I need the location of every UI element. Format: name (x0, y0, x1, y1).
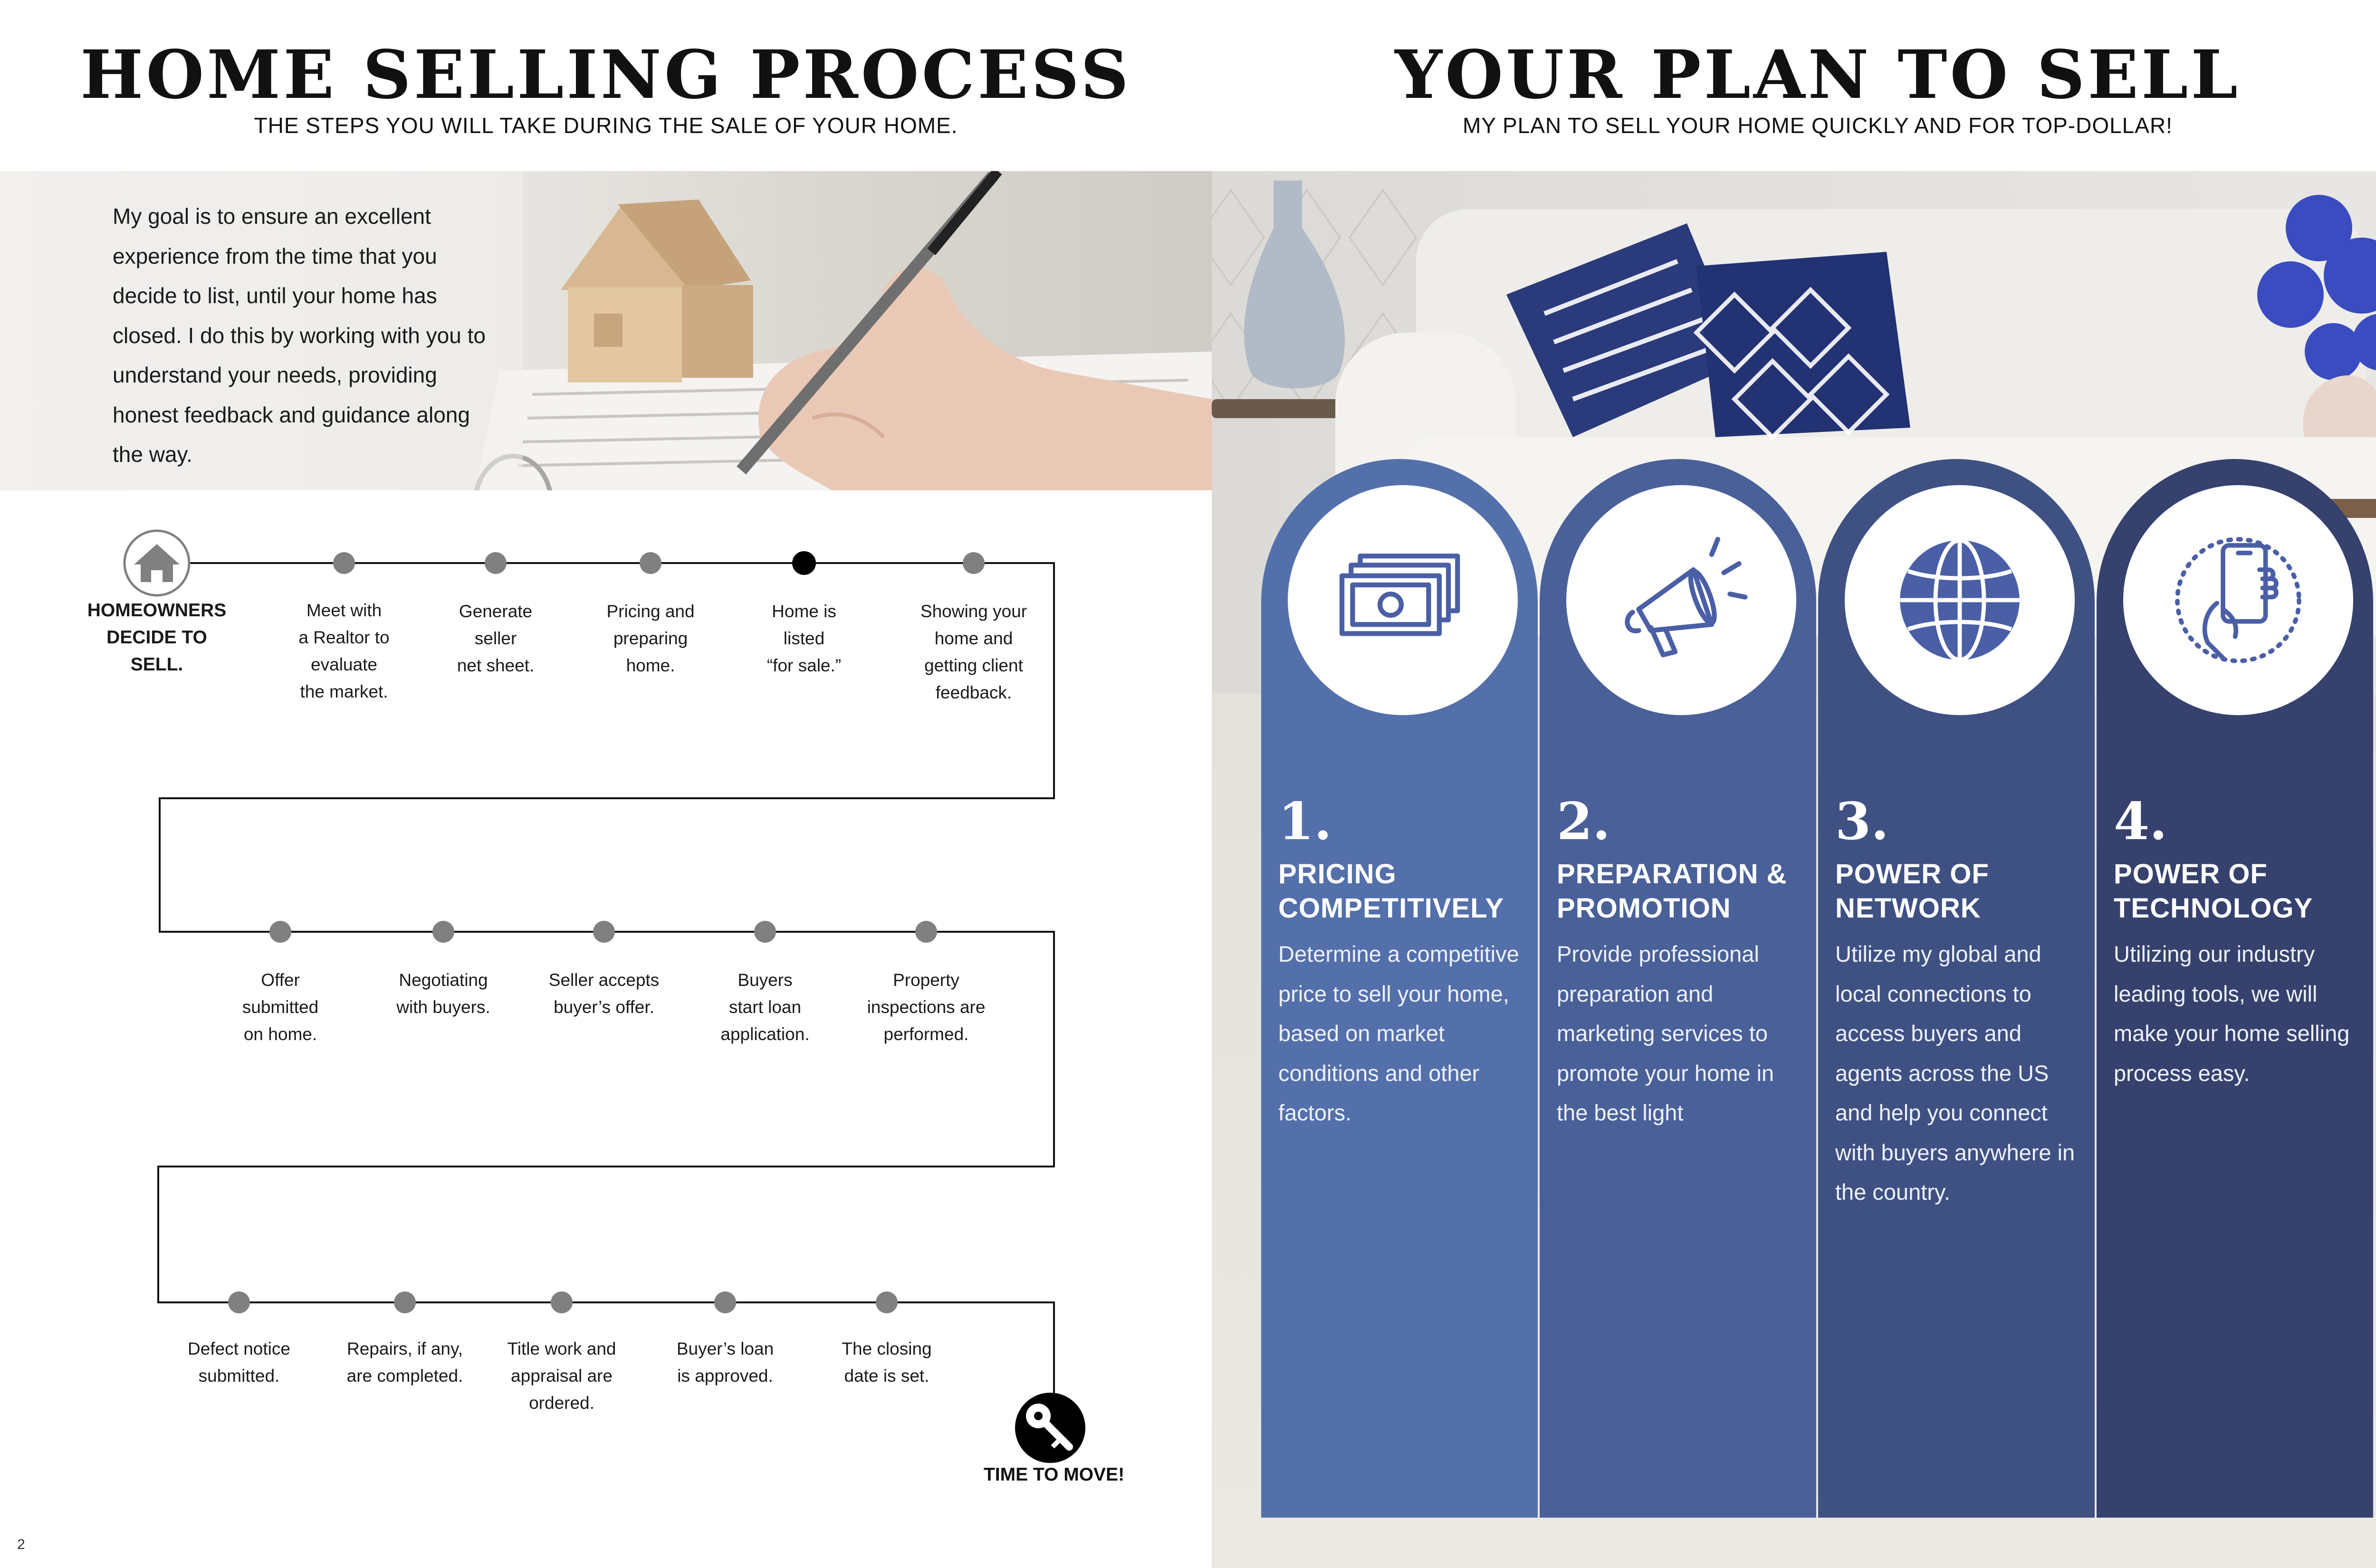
icon-circle (1288, 485, 1518, 715)
step-dot (963, 552, 985, 574)
column-background (1818, 459, 2095, 1518)
pen (737, 171, 1002, 475)
column-title: POWER OF TECHNOLOGY (2114, 859, 2313, 924)
step-number: 4. (2114, 792, 2167, 851)
column-background (1261, 459, 1538, 1518)
flowers (2257, 195, 2376, 380)
active-step-dot (792, 551, 816, 575)
step-dot (228, 1291, 250, 1313)
icon-circle (1845, 485, 2075, 715)
step-dot (394, 1291, 416, 1313)
page-title: HOME SELLING PROCESS (80, 36, 1131, 114)
step-dot (485, 552, 507, 574)
plan-column-3: 3. POWER OF NETWORK Utilize my global an… (1818, 459, 2095, 1518)
page-subtitle: THE STEPS YOU WILL TAKE DURING THE SALE … (254, 113, 958, 138)
right-page: YOUR PLAN TO SELL MY PLAN TO SELL YOUR H… (1212, 0, 2376, 1568)
step-label: Buyers start loan application. (720, 970, 810, 1044)
step-number: 2. (1557, 792, 1610, 851)
column-body: Determine a competitive price to sell yo… (1278, 941, 1519, 1125)
step-label: Offer submitted on home. (242, 970, 319, 1044)
key-icon (1015, 1393, 1085, 1463)
step-number: 3. (1835, 792, 1889, 851)
end-label: TIME TO MOVE! (983, 1464, 1125, 1485)
timeline-path (123, 529, 1085, 1463)
wooden-house (561, 200, 753, 382)
hero-image-writing: My goal is to ensure an excellent experi… (0, 171, 1212, 490)
step-number: 1. (1278, 792, 1332, 851)
plan-column-1: 1. PRICING COMPETITIVELY Determine a com… (1261, 459, 1538, 1518)
step-label: Negotiating with buyers. (396, 970, 490, 1017)
step-label: Seller accepts buyer’s offer. (548, 970, 660, 1017)
plan-column-2: 2. PREPARATION & PROMOTION Provide profe… (1540, 459, 1816, 1518)
column-title: PRICING COMPETITIVELY (1278, 859, 1504, 924)
left-page: HOME SELLING PROCESS THE STEPS YOU WILL … (0, 42, 1212, 1552)
step-dot (333, 552, 355, 574)
step-dot (640, 552, 661, 574)
step-label: Defect notice submitted. (188, 1339, 290, 1386)
column-body: Utilize my global and local connections … (1835, 941, 2075, 1205)
step-label: Meet with a Realtor to evaluate the mark… (298, 601, 390, 701)
step-label: Property inspections are performed. (867, 970, 986, 1044)
step-label: Buyer’s loan is approved. (676, 1339, 774, 1386)
step-dot (269, 921, 291, 943)
smartphone-icon (2175, 537, 2301, 663)
step-dot (593, 921, 615, 943)
step-dot (876, 1291, 898, 1313)
step-label: Pricing and preparing home. (606, 602, 695, 675)
step-label: Home is listed “for sale.” (766, 602, 842, 675)
hero-photo-illustration (0, 171, 1212, 490)
icon-circle (1566, 485, 1796, 715)
icon-circle (2123, 485, 2353, 715)
plan-column-4: 4. POWER OF TECHNOLOGY Utilizing our ind… (2097, 459, 2373, 1518)
step-dot (915, 921, 937, 943)
step-label: Generate seller net sheet. (457, 602, 535, 675)
column-body: Utilizing our industry leading tools, we… (2114, 941, 2350, 1086)
step-dot (714, 1291, 736, 1313)
step-label: The closing date is set. (842, 1339, 932, 1386)
page-title: YOUR PLAN TO SELL (1395, 36, 2241, 114)
page-subtitle: MY PLAN TO SELL YOUR HOME QUICKLY AND FO… (1463, 113, 2173, 138)
left-title-block: HOME SELLING PROCESS (0, 42, 1212, 108)
page-number: 2 (17, 1537, 25, 1552)
right-header: YOUR PLAN TO SELL MY PLAN TO SELL YOUR H… (1212, 0, 2376, 171)
intro-paragraph: My goal is to ensure an excellent experi… (113, 204, 486, 467)
house-icon (123, 529, 191, 597)
column-background (1540, 459, 1816, 1518)
step-label: Repairs, if any, are completed. (346, 1339, 463, 1386)
megaphone-icon (1625, 536, 1748, 658)
step-dot (754, 921, 776, 943)
pillows (1506, 223, 1910, 440)
money-icon (1339, 554, 1460, 636)
column-title: PREPARATION & PROMOTION (1557, 859, 1787, 924)
column-title: POWER OF NETWORK (1835, 859, 1989, 924)
step-dot (432, 921, 454, 943)
step-label: Title work and appraisal are ordered. (507, 1339, 616, 1413)
step-label: Showing your home and getting client fee… (920, 602, 1027, 702)
column-background (2097, 459, 2373, 1518)
step-dot (551, 1291, 573, 1313)
start-label: HOMEOWNERS DECIDE TO SELL. (87, 600, 227, 675)
column-body: Provide professional preparation and mar… (1557, 941, 1774, 1125)
globe-icon (1900, 538, 2020, 662)
